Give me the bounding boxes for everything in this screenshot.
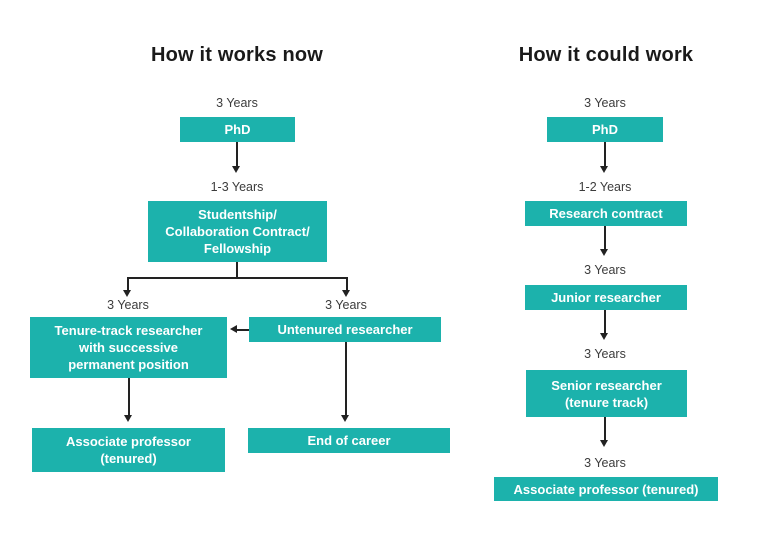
tenure-track-duration-label: 3 Years <box>107 298 149 312</box>
arrow-down-icon <box>342 290 350 297</box>
research-contract-node: Research contract <box>525 201 687 226</box>
senior-researcher-node: Senior researcher (tenure track) <box>526 370 687 417</box>
arrow-down-icon <box>600 166 608 173</box>
left-chart-title: How it works now <box>150 44 324 66</box>
connector-line <box>236 142 238 166</box>
arrow-down-icon <box>341 415 349 422</box>
arrow-down-icon <box>123 290 131 297</box>
connector-line <box>604 142 606 166</box>
arrow-left-icon <box>230 325 237 333</box>
arrow-down-icon <box>600 440 608 447</box>
phd-node: PhD <box>547 117 663 142</box>
junior-researcher-node: Junior researcher <box>525 285 687 310</box>
connector-line <box>237 329 249 331</box>
connector-line <box>236 262 238 278</box>
arrow-down-icon <box>124 415 132 422</box>
connector-line <box>127 277 347 279</box>
tenure-track-node: Tenure-track researcher with successive … <box>30 317 227 378</box>
end-of-career-node: End of career <box>248 428 450 453</box>
associate-professor-node: Associate professor (tenured) <box>32 428 225 472</box>
associate-professor-duration-label: 3 Years <box>584 456 626 470</box>
associate-professor-node: Associate professor (tenured) <box>494 477 718 501</box>
phd-node: PhD <box>180 117 295 142</box>
phd-duration-label: 3 Years <box>216 96 258 110</box>
phd-duration-label: 3 Years <box>584 96 626 110</box>
studentship-duration-label: 1-3 Years <box>210 180 264 194</box>
research-contract-duration-label: 1-2 Years <box>578 180 632 194</box>
right-chart-title: How it could work <box>518 44 694 66</box>
senior-researcher-duration-label: 3 Years <box>584 347 626 361</box>
connector-line <box>604 417 606 441</box>
connector-line <box>346 277 348 291</box>
connector-line <box>604 310 606 334</box>
studentship-node: Studentship/ Collaboration Contract/ Fel… <box>148 201 327 262</box>
junior-researcher-duration-label: 3 Years <box>584 263 626 277</box>
untenured-node: Untenured researcher <box>249 317 441 342</box>
connector-line <box>345 342 347 416</box>
arrow-down-icon <box>600 333 608 340</box>
connector-line <box>604 226 606 250</box>
arrow-down-icon <box>232 166 240 173</box>
untenured-duration-label: 3 Years <box>325 298 367 312</box>
connector-line <box>127 277 129 291</box>
connector-line <box>128 378 130 416</box>
arrow-down-icon <box>600 249 608 256</box>
